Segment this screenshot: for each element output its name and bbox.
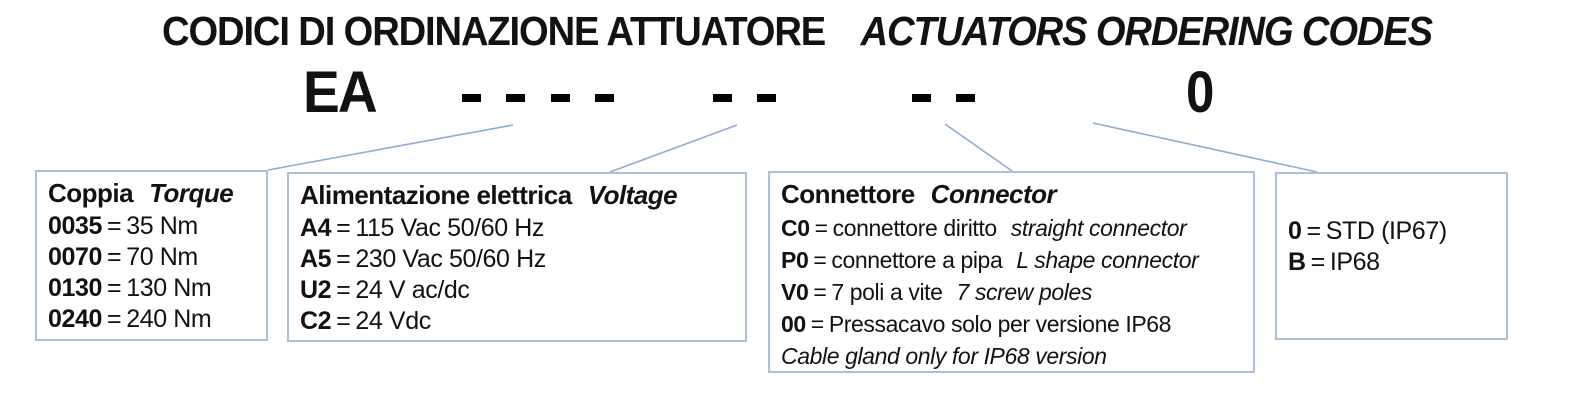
item-value: 24 V ac/dc — [355, 276, 470, 304]
equals-sign: = — [1310, 248, 1326, 276]
protection-item-0: 0=STD (IP67) — [1288, 216, 1495, 247]
code-dash — [757, 94, 776, 102]
item-code: 00 — [781, 311, 806, 337]
equals-sign: = — [107, 274, 122, 302]
connector-item-p0: P0=connettore a pipa L shape connector — [781, 244, 1242, 276]
torque-item-0240: 0240=240 Nm — [48, 304, 255, 335]
item-value: Pressacavo solo per versione IP68 — [828, 311, 1172, 337]
code-dash — [713, 94, 732, 102]
equals-sign: = — [107, 305, 122, 333]
equals-sign: = — [814, 215, 828, 241]
item-value: 70 Nm — [126, 243, 198, 271]
leader-line-protection — [1092, 122, 1318, 173]
item-value-english: L shape connector — [1016, 247, 1199, 273]
connector-item-00: 00=Pressacavo solo per versione IP68 — [781, 308, 1242, 340]
voltage-item-a4: A4=115 Vac 50/60 Hz — [300, 213, 734, 244]
torque-title-english: Torque — [149, 178, 234, 208]
leader-line-connector — [944, 123, 1013, 172]
code-dash — [912, 94, 931, 102]
item-code: 0240 — [48, 305, 103, 333]
torque-title-italian: Coppia — [48, 178, 134, 208]
equals-sign: = — [336, 214, 351, 242]
code-dash — [956, 94, 975, 102]
torque-item-0070: 0070=70 Nm — [48, 242, 255, 273]
connector-box-title: Connettore Connector — [781, 176, 1242, 212]
item-value: connettore diritto — [832, 215, 998, 241]
title-italian: CODICI DI ORDINAZIONE ATTUATORE — [162, 8, 826, 54]
protection-box: 0=STD (IP67) B=IP68 — [1275, 172, 1508, 340]
connector-title-english: Connector — [930, 179, 1057, 209]
item-value: 7 poli a vite — [831, 279, 943, 305]
item-code: C0 — [781, 215, 810, 241]
item-value: 130 Nm — [126, 274, 212, 302]
voltage-title-english: Voltage — [587, 180, 678, 210]
item-code: P0 — [781, 247, 809, 273]
item-code: U2 — [300, 276, 332, 304]
voltage-item-u2: U2=24 V ac/dc — [300, 275, 734, 306]
voltage-title-italian: Alimentazione elettrica — [300, 180, 572, 210]
equals-sign: = — [1306, 217, 1322, 245]
item-code: 0070 — [48, 243, 103, 271]
equals-sign: = — [107, 212, 122, 240]
voltage-item-c2: C2=24 Vdc — [300, 306, 734, 337]
page-title: CODICI DI ORDINAZIONE ATTUATORE ACTUATOR… — [56, 8, 1538, 55]
equals-sign: = — [336, 276, 351, 304]
item-value: connettore a pipa — [831, 247, 1003, 273]
connector-footer-english: Cable gland only for IP68 version — [781, 343, 1107, 369]
torque-item-0035: 0035=35 Nm — [48, 211, 255, 242]
item-code: 0035 — [48, 212, 103, 240]
item-value: 24 Vdc — [355, 307, 431, 335]
item-code: V0 — [781, 279, 809, 305]
item-value: 115 Vac 50/60 Hz — [355, 214, 545, 242]
item-code: A5 — [300, 245, 332, 273]
connector-title-italian: Connettore — [781, 179, 915, 209]
protection-item-b: B=IP68 — [1288, 247, 1495, 278]
title-english: ACTUATORS ORDERING CODES — [860, 8, 1433, 54]
equals-sign: = — [336, 307, 351, 335]
code-dash — [506, 94, 525, 102]
code-dash — [551, 94, 570, 102]
item-value-english: straight connector — [1010, 215, 1187, 241]
leader-line-torque — [267, 124, 514, 171]
equals-sign: = — [813, 247, 827, 273]
torque-box-title: Coppia Torque — [48, 175, 255, 211]
code-suffix: 0 — [1186, 60, 1215, 125]
item-code: C2 — [300, 307, 332, 335]
item-value: IP68 — [1329, 248, 1380, 276]
item-value: 230 Vac 50/60 Hz — [355, 245, 546, 273]
connector-item-c0: C0=connettore diritto straight connector — [781, 212, 1242, 244]
item-value: STD (IP67) — [1325, 217, 1447, 245]
code-dash — [595, 94, 614, 102]
item-value-english: 7 screw poles — [956, 279, 1093, 305]
equals-sign: = — [810, 311, 824, 337]
equals-sign: = — [107, 243, 122, 271]
item-code: A4 — [300, 214, 332, 242]
torque-item-0130: 0130=130 Nm — [48, 273, 255, 304]
voltage-box-title: Alimentazione elettrica Voltage — [300, 177, 734, 213]
code-dash — [462, 94, 481, 102]
equals-sign: = — [813, 279, 827, 305]
leader-line-voltage — [609, 124, 738, 173]
item-value: 35 Nm — [126, 212, 198, 240]
code-prefix: EA — [303, 60, 378, 125]
voltage-item-a5: A5=230 Vac 50/60 Hz — [300, 244, 734, 275]
item-code: 0130 — [48, 274, 103, 302]
item-code: B — [1288, 248, 1306, 276]
equals-sign: = — [336, 245, 351, 273]
connector-item-v0: V0=7 poli a vite 7 screw poles — [781, 276, 1242, 308]
item-value: 240 Nm — [126, 305, 212, 333]
item-code: 0 — [1288, 217, 1302, 245]
